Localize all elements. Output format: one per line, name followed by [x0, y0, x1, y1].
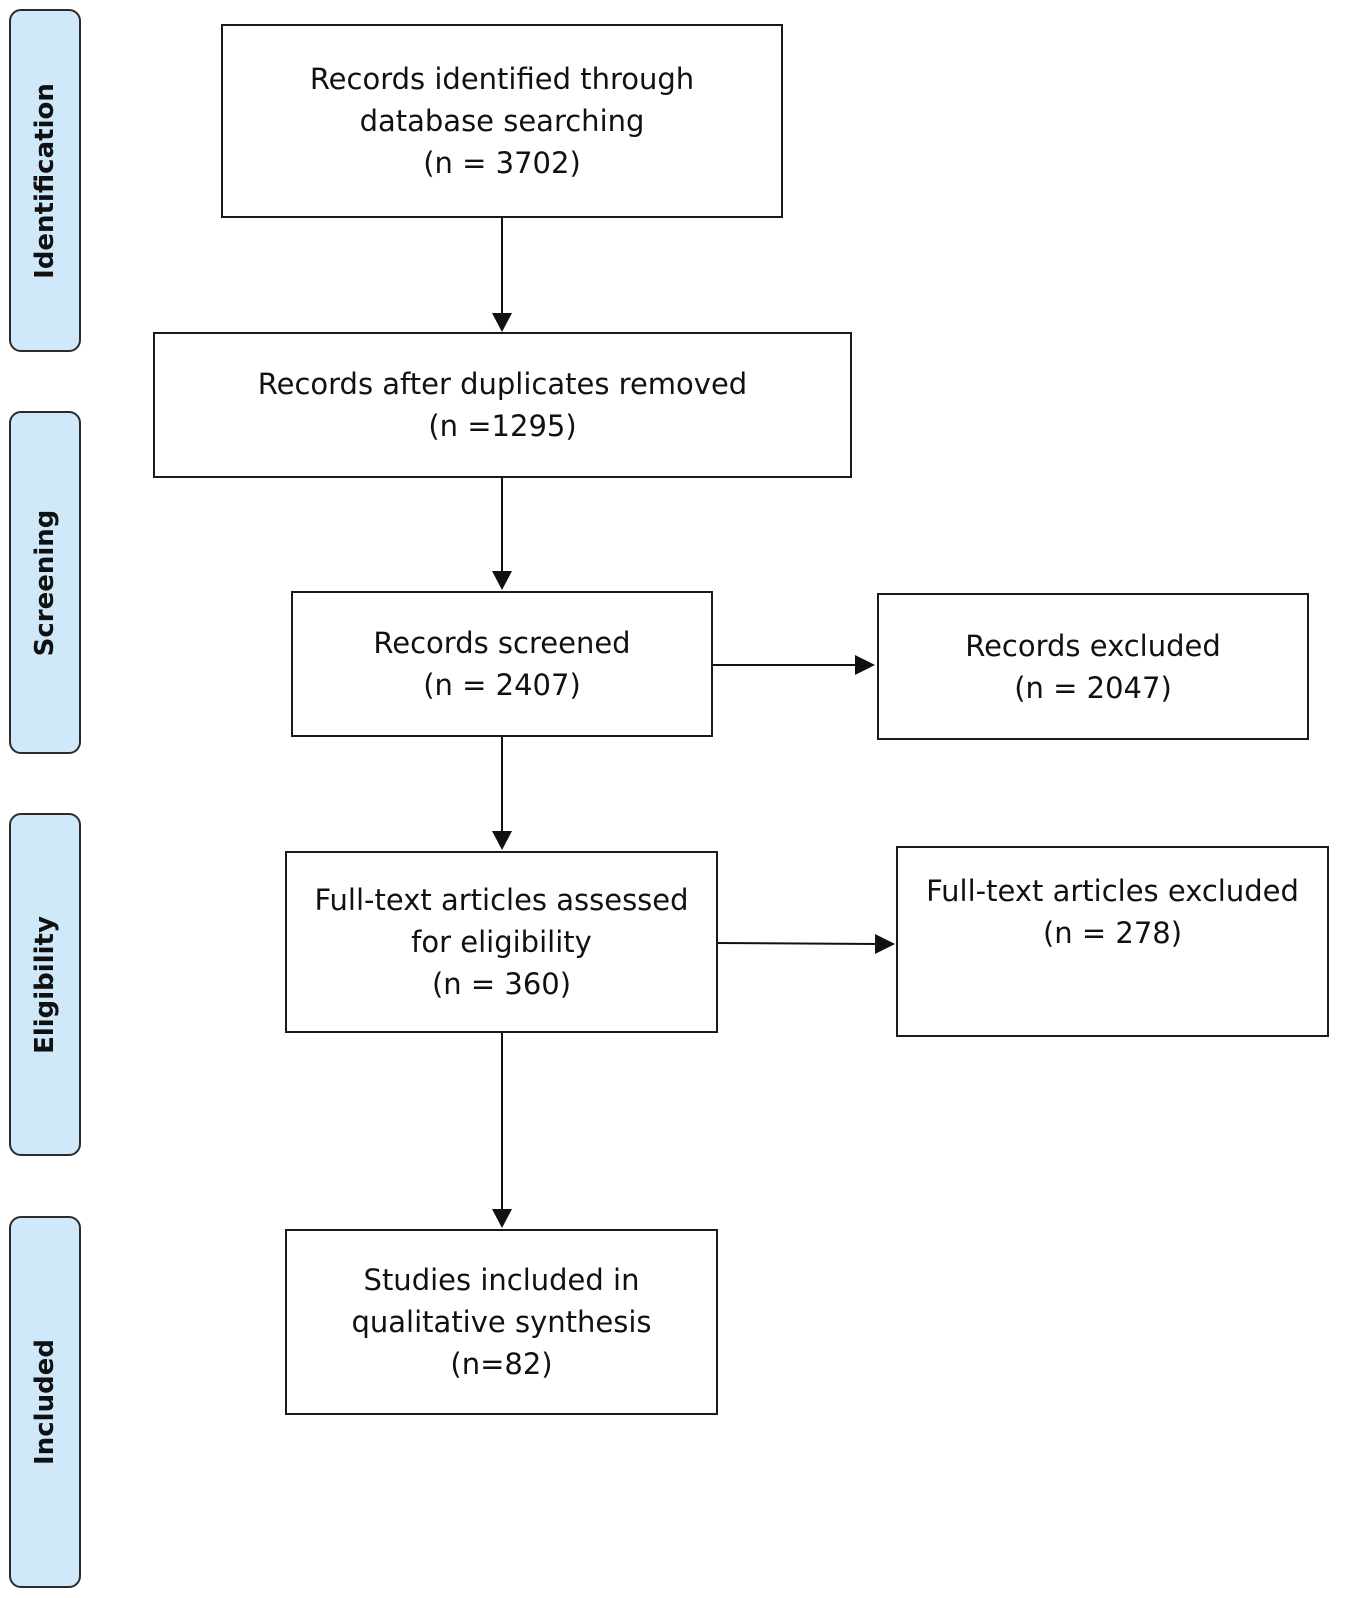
- records-screened-line1: Records screened: [373, 626, 631, 660]
- arrow-fulltext-to-included: [492, 1032, 512, 1228]
- records-excluded-count: (n = 2047): [1014, 670, 1172, 705]
- records-identified-line2: database searching: [359, 104, 645, 138]
- box-after-duplicates: Records after duplicates removed (n =129…: [153, 332, 852, 478]
- box-fulltext-excluded: Full-text articles excluded (n = 278): [896, 846, 1329, 1037]
- box-records-excluded: Records excluded (n = 2047): [877, 593, 1309, 740]
- stage-eligibility: Eligibility: [9, 813, 81, 1156]
- after-duplicates-line1: Records after duplicates removed: [257, 367, 748, 401]
- records-excluded-line1: Records excluded: [965, 628, 1221, 663]
- stage-included: Included: [9, 1216, 81, 1588]
- stage-screening: Screening: [9, 411, 81, 754]
- included-studies-line2: qualitative synthesis: [351, 1305, 652, 1339]
- after-duplicates-count: (n =1295): [428, 409, 577, 443]
- stage-identification: Identification: [9, 9, 81, 352]
- stage-label-eligibility: Eligibility: [30, 915, 60, 1054]
- fulltext-assessed-count: (n = 360): [431, 967, 572, 1001]
- included-studies-line1: Studies included in: [363, 1263, 640, 1297]
- fulltext-excluded-count: (n = 278): [1042, 916, 1183, 950]
- records-identified-count: (n = 3702): [423, 146, 581, 180]
- included-studies-count: (n=82): [450, 1347, 553, 1381]
- arrow-duplicates-to-screened: [492, 477, 512, 590]
- records-identified-line1: Records identified through: [309, 62, 695, 96]
- fulltext-assessed-line2: for eligibility: [411, 925, 592, 959]
- arrow-screened-to-fulltext: [492, 736, 512, 850]
- arrow-screened-to-excluded: [712, 655, 875, 675]
- box-records-identified: Records identified through database sear…: [221, 24, 783, 218]
- arrow-identified-to-duplicates: [492, 217, 512, 332]
- stage-label-included: Included: [30, 1339, 60, 1465]
- stage-label-identification: Identification: [30, 82, 60, 279]
- box-included-studies: Studies included in qualitative synthesi…: [285, 1229, 718, 1415]
- fulltext-assessed-line1: Full-text articles assessed: [314, 883, 689, 917]
- arrow-fulltext-to-excluded: [717, 934, 895, 954]
- box-fulltext-assessed: Full-text articles assessed for eligibil…: [285, 851, 718, 1033]
- box-records-screened: Records screened (n = 2407): [291, 591, 713, 737]
- records-screened-count: (n = 2407): [423, 668, 581, 702]
- fulltext-excluded-line1: Full-text articles excluded: [926, 874, 1299, 908]
- stage-label-screening: Screening: [30, 509, 60, 656]
